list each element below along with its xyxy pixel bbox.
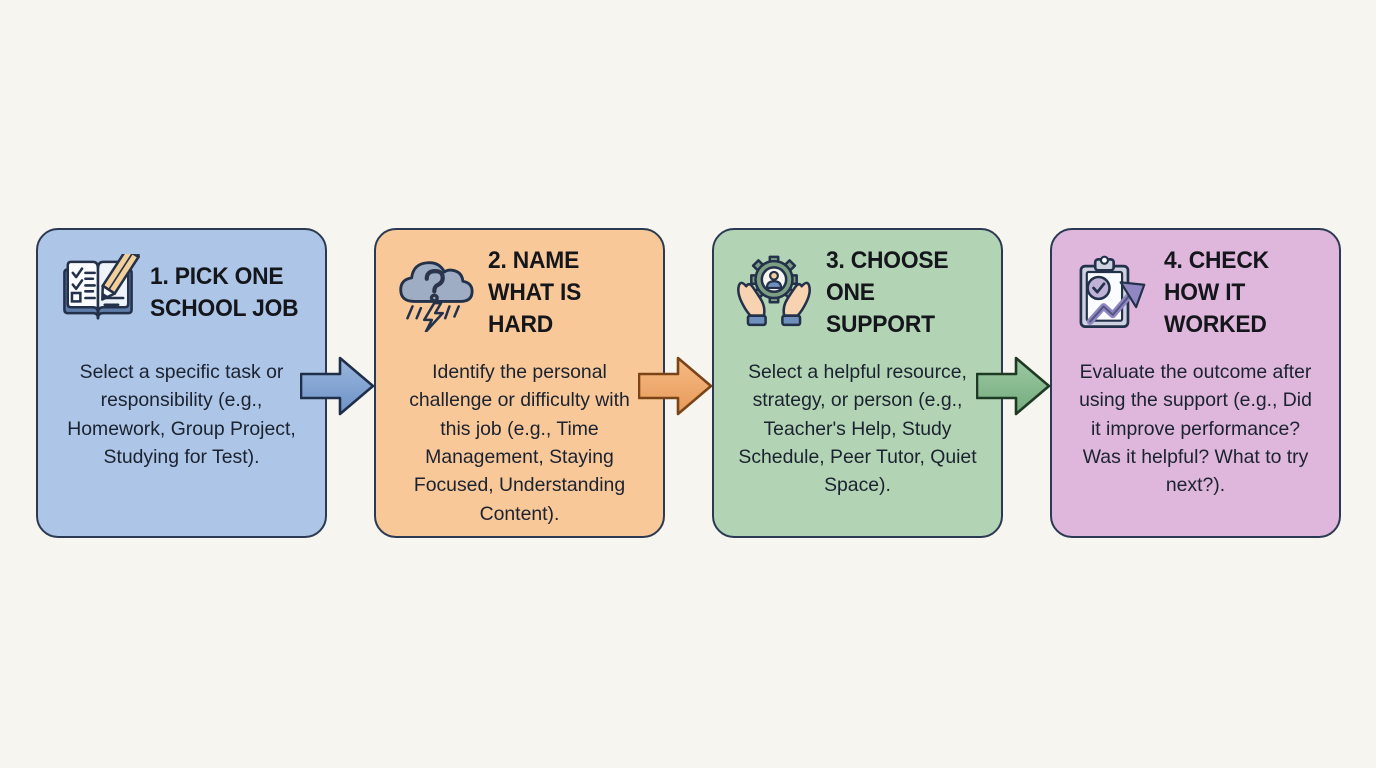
step-card-4-title: 4. CHECK HOW IT WORKED: [1164, 246, 1269, 339]
step-card-2[interactable]: 2. NAME WHAT IS HARD Identify the person…: [374, 228, 665, 538]
arrow-step2-to-step3: [638, 355, 712, 417]
step-card-4[interactable]: 4. CHECK HOW IT WORKED Evaluate the outc…: [1050, 228, 1341, 538]
step-card-2-header: 2. NAME WHAT IS HARD: [390, 247, 649, 338]
hands-holding-gear-person-icon: [732, 254, 816, 332]
step-card-2-body: Identify the personal challenge or diffi…: [409, 361, 630, 525]
open-book-checklist-pencil-icon: [56, 254, 140, 332]
step-card-3[interactable]: 3. CHOOSE ONE SUPPORT Select a helpful r…: [712, 228, 1003, 538]
step-card-1-title: 1. PICK ONE SCHOOL JOB: [150, 262, 299, 322]
arrow-step1-to-step2: [300, 355, 374, 417]
step-card-3-title: 3. CHOOSE ONE SUPPORT: [826, 246, 949, 339]
step-card-1[interactable]: 1. PICK ONE SCHOOL JOB Select a specific…: [36, 228, 327, 538]
step-card-3-body: Select a helpful resource, strategy, or …: [738, 361, 977, 497]
step-card-4-body: Evaluate the outcome after using the sup…: [1079, 361, 1312, 497]
step-card-4-header: 4. CHECK HOW IT WORKED: [1066, 247, 1325, 338]
step-card-3-header: 3. CHOOSE ONE SUPPORT: [728, 247, 987, 338]
step-card-1-header: 1. PICK ONE SCHOOL JOB: [52, 250, 311, 336]
step-card-1-body: Select a specific task or responsibility…: [67, 361, 296, 468]
arrow-step3-to-step4: [976, 355, 1050, 417]
clipboard-check-growth-arrow-icon: [1070, 254, 1154, 332]
storm-cloud-question-lightning-icon: [394, 254, 478, 332]
step-card-2-title: 2. NAME WHAT IS HARD: [488, 246, 582, 339]
